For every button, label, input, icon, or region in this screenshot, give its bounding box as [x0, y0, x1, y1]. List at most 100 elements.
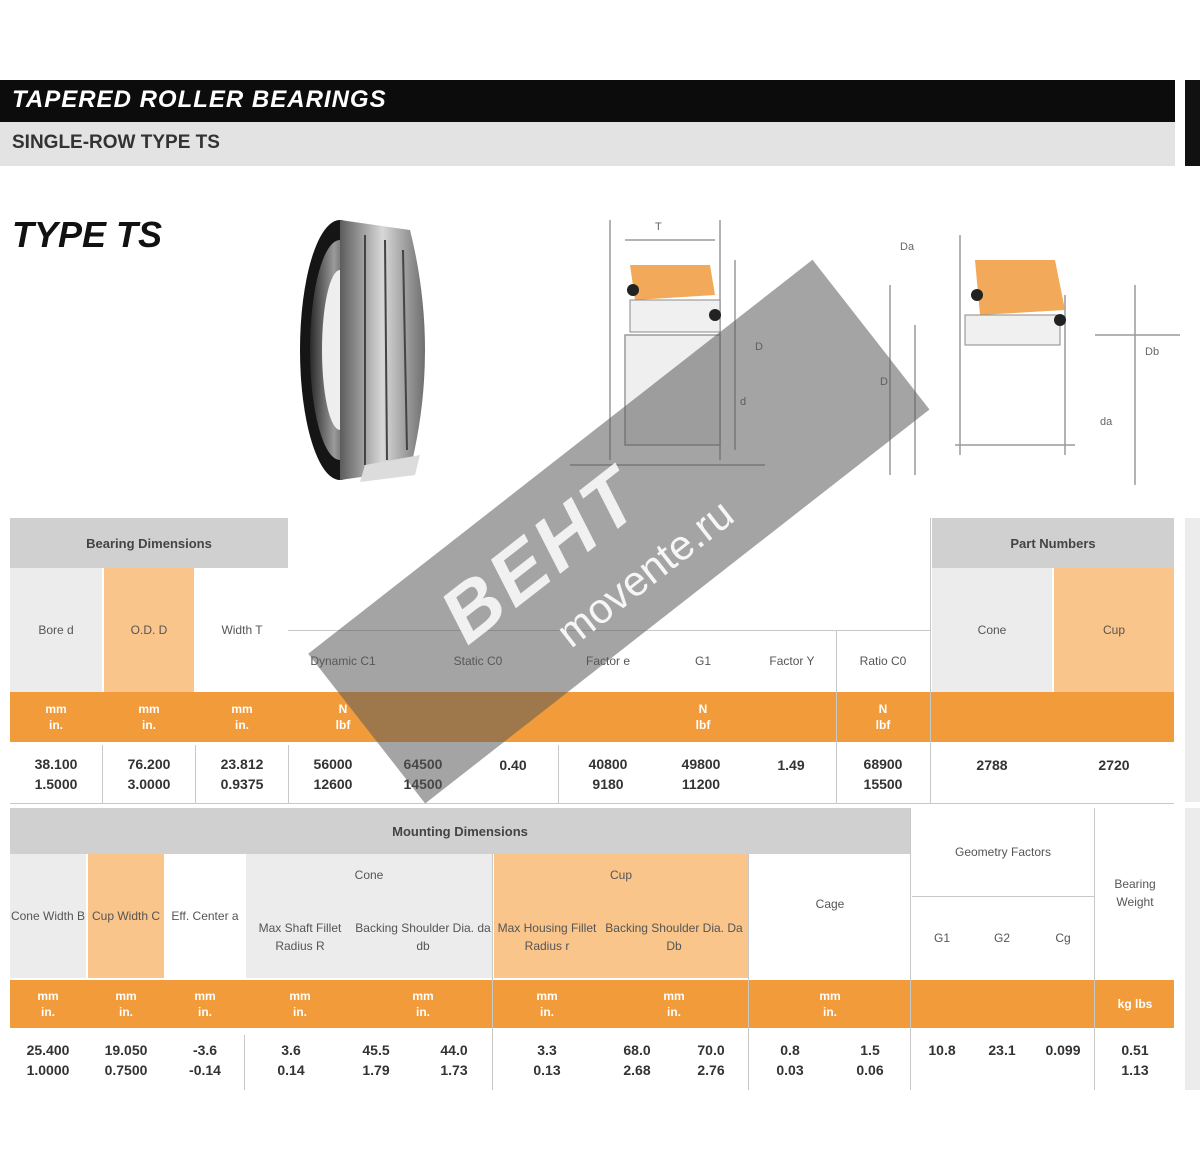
unit-in: in. [823, 1005, 837, 1019]
grid-line [930, 518, 931, 803]
col-label: Bore d [38, 623, 74, 637]
col-bearing-weight: Bearing Weight [1096, 808, 1174, 978]
cell-cup: 2720 [1054, 745, 1174, 785]
table1-blank-header [288, 518, 930, 630]
group-bearing-dimensions: Bearing Dimensions [10, 518, 288, 568]
group-label: Bearing Dimensions [86, 535, 212, 551]
col-label: Max Shaft Fillet Radius R [258, 921, 342, 953]
value: 0.7500 [104, 1062, 148, 1078]
unit-weight: kg lbs [1117, 997, 1153, 1011]
group-cup: Cup [494, 854, 748, 896]
grid-line [288, 745, 289, 803]
grid-line [288, 630, 930, 631]
col-label: Cup [1102, 623, 1125, 637]
unit-mm: mm [115, 989, 137, 1003]
unit-in: in. [416, 1005, 430, 1019]
col-label: Ratio C0 [859, 654, 907, 668]
col-label: Width T [221, 623, 263, 637]
grid-line [1094, 808, 1095, 1090]
grid-line [102, 745, 103, 803]
value: 0.099 [1045, 1042, 1081, 1058]
col-label: Cage [815, 897, 845, 911]
value: 23.1 [988, 1042, 1016, 1058]
value: 1.79 [362, 1062, 390, 1078]
col-factor2: Factor Y [748, 630, 836, 692]
col-cone-width: Cone Width B [10, 854, 86, 978]
catalog-subtitle: SINGLE-ROW TYPE TS [12, 132, 220, 153]
col-cage: Cage [750, 854, 910, 954]
col-g: G1 [658, 630, 748, 692]
unit-mm: mm [536, 989, 558, 1003]
value: 0.9375 [220, 776, 264, 792]
value: 68900 [863, 756, 903, 772]
cell-cone: 2788 [932, 745, 1052, 785]
unit-in: in. [235, 718, 249, 732]
col-label: Factor e [585, 654, 630, 668]
unit-in: in. [198, 1005, 212, 1019]
value: 1.0000 [26, 1062, 70, 1078]
value: 9180 [592, 776, 624, 792]
cell-da: 45.5 1.79 [336, 1035, 416, 1085]
table1-edge [1185, 518, 1200, 802]
mounting-diagram: Da Db D da [880, 235, 1180, 485]
col-label: Backing Shoulder Dia. da db [355, 921, 491, 953]
col-label: Dynamic C1 [310, 654, 376, 668]
col-max-housing-fillet: Max Housing Fillet Radius r [494, 896, 600, 978]
cell-eff-center: -3.6-0.14 [166, 1035, 244, 1085]
grid-line [492, 854, 493, 1090]
cell-factor: 0.40 [478, 745, 548, 785]
value: 49800 [681, 756, 721, 772]
svg-text:Db: Db [1145, 346, 1159, 358]
value: 3.3 [537, 1042, 557, 1058]
unit-mm: mm [194, 989, 216, 1003]
col-label: Backing Shoulder Dia. Da Db [605, 921, 743, 953]
col-label: G1 [694, 654, 711, 668]
group-geometry: Geometry Factors [912, 808, 1094, 896]
units-row-2 [10, 980, 1174, 1028]
unit-mm: mm [289, 989, 311, 1003]
value: 56000 [313, 756, 353, 772]
value: 0.51 [1121, 1042, 1149, 1058]
col-ratio: Ratio C0 [836, 630, 930, 692]
value: 1.49 [777, 757, 805, 773]
value: 0.03 [776, 1062, 804, 1078]
col-label: Cg [1055, 931, 1071, 945]
svg-text:T: T [655, 221, 662, 233]
col-cone: Cone [932, 568, 1052, 692]
table2-edge [1185, 808, 1200, 1090]
value: 44.0 [440, 1042, 468, 1058]
unit-in: in. [119, 1005, 133, 1019]
value: 0.8 [780, 1042, 800, 1058]
grid-line [836, 630, 837, 803]
value: 2.68 [623, 1062, 651, 1078]
col-static: Static C0 [398, 630, 558, 692]
col-label: Cone Width B [10, 909, 86, 923]
group-label: Part Numbers [1010, 535, 1096, 551]
unit-mm: mm [37, 989, 59, 1003]
col-label: Static C0 [453, 654, 503, 668]
unit-mm: mm [663, 989, 685, 1003]
unit-in: in. [49, 718, 63, 732]
unit-in: in. [293, 1005, 307, 1019]
value: 0.14 [277, 1062, 305, 1078]
unit-lbf: lbf [335, 718, 351, 732]
cell-cage1: 0.8 0.03 [750, 1035, 830, 1085]
col-label: Cup Width C [91, 909, 161, 923]
grid-line [10, 803, 1174, 804]
value: 45.5 [362, 1042, 390, 1058]
cross-section-diagram: T D d a [570, 220, 765, 466]
unit-lbf: lbf [875, 718, 891, 732]
col-label: Bearing Weight [1114, 877, 1156, 909]
group-label: Geometry Factors [954, 845, 1052, 859]
